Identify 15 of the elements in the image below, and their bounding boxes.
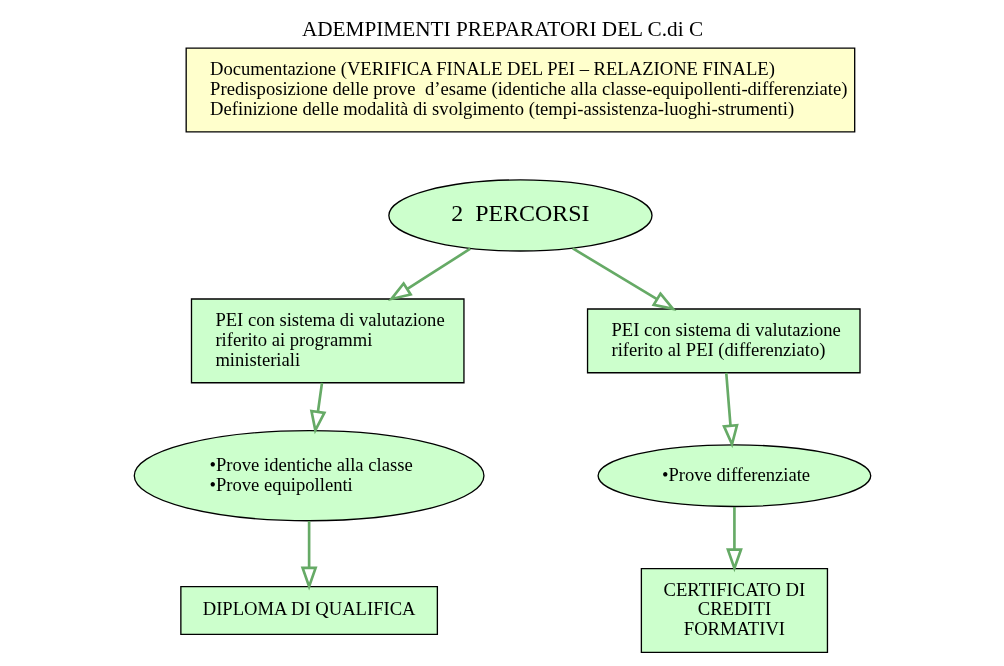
node-ellipse: •Prove differenziate xyxy=(596,444,871,508)
arrow xyxy=(300,521,317,591)
node-ellipse: 2 PERCORSI xyxy=(387,179,653,252)
node-box: PEI con sistema di valutazione riferito al PEI (differenziato) xyxy=(586,308,861,374)
diagram-title: ADEMPIMENTI PREPARATORI DEL C.di C xyxy=(301,16,703,41)
arrow xyxy=(721,372,739,449)
node-ellipse: •Prove identiche alla classe •Prove equipollenti xyxy=(133,430,485,522)
node-box: CERTIFICATO DI CREDITI FORMATIVI xyxy=(640,568,828,654)
arrow xyxy=(309,382,326,435)
arrow xyxy=(387,247,471,302)
node-box: DIPLOMA DI QUALIFICA xyxy=(179,585,438,636)
arrow xyxy=(571,247,676,311)
arrow xyxy=(725,507,743,573)
node-box: Documentazione (VERIFICA FINALE DEL PEI – RELAZIONE FINALE) Predisposizione delle prove d’esame (identiche alla classe-equipollenti-differenziate) Definizione delle modalità di svolgimento (tempi-assistenza-luoghi-strumenti) xyxy=(185,47,855,133)
node-box: PEI con sistema di valutazione riferito ai programmi ministeriali xyxy=(190,298,465,384)
